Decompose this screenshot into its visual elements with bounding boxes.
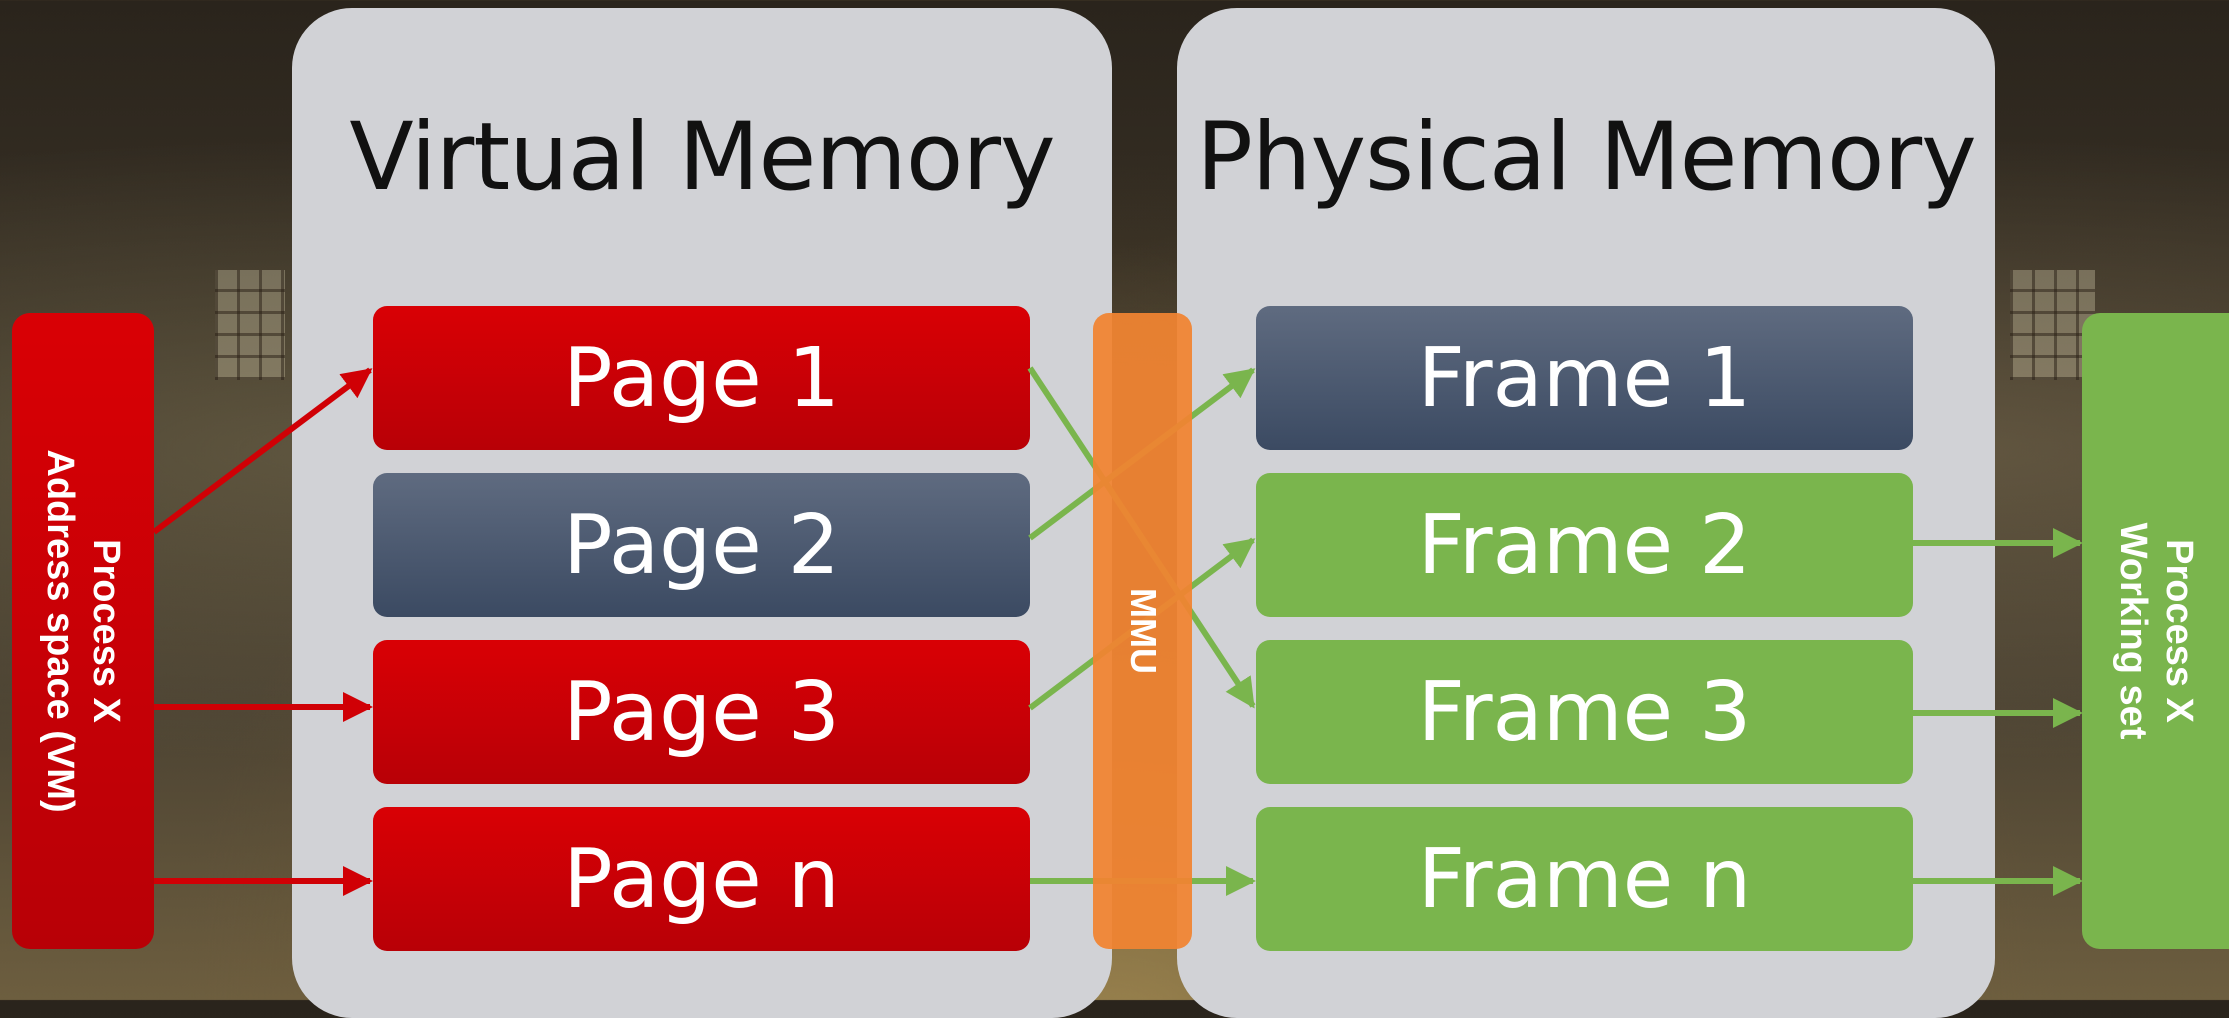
frame-3-box: Frame 3	[1256, 640, 1913, 784]
process-address-space-box: Process X Address space (VM)	[12, 313, 154, 949]
frame-1-box: Frame 1	[1256, 306, 1913, 450]
frame-2-box: Frame 2	[1256, 473, 1913, 617]
physical-memory-title: Physical Memory	[1196, 103, 1977, 212]
mmu-label: MMU	[1122, 588, 1164, 674]
working-set-line2: Working set	[2111, 522, 2154, 740]
working-set-label: Process X Working set	[2110, 523, 2202, 740]
page-1-box: Page 1	[373, 306, 1030, 450]
page-3-box: Page 3	[373, 640, 1030, 784]
frame-n-box: Frame n	[1256, 807, 1913, 951]
working-set-box: Process X Working set	[2082, 313, 2229, 949]
page-n-box: Page n	[373, 807, 1030, 951]
background-window-right	[2010, 270, 2095, 380]
working-set-line1: Process X	[2157, 539, 2200, 723]
arrow-vm-to-page-1	[152, 367, 373, 535]
background-window-left	[215, 270, 285, 380]
page-2-box: Page 2	[373, 473, 1030, 617]
virtual-memory-title: Virtual Memory	[349, 103, 1055, 212]
mmu-bar: MMU	[1093, 313, 1192, 949]
